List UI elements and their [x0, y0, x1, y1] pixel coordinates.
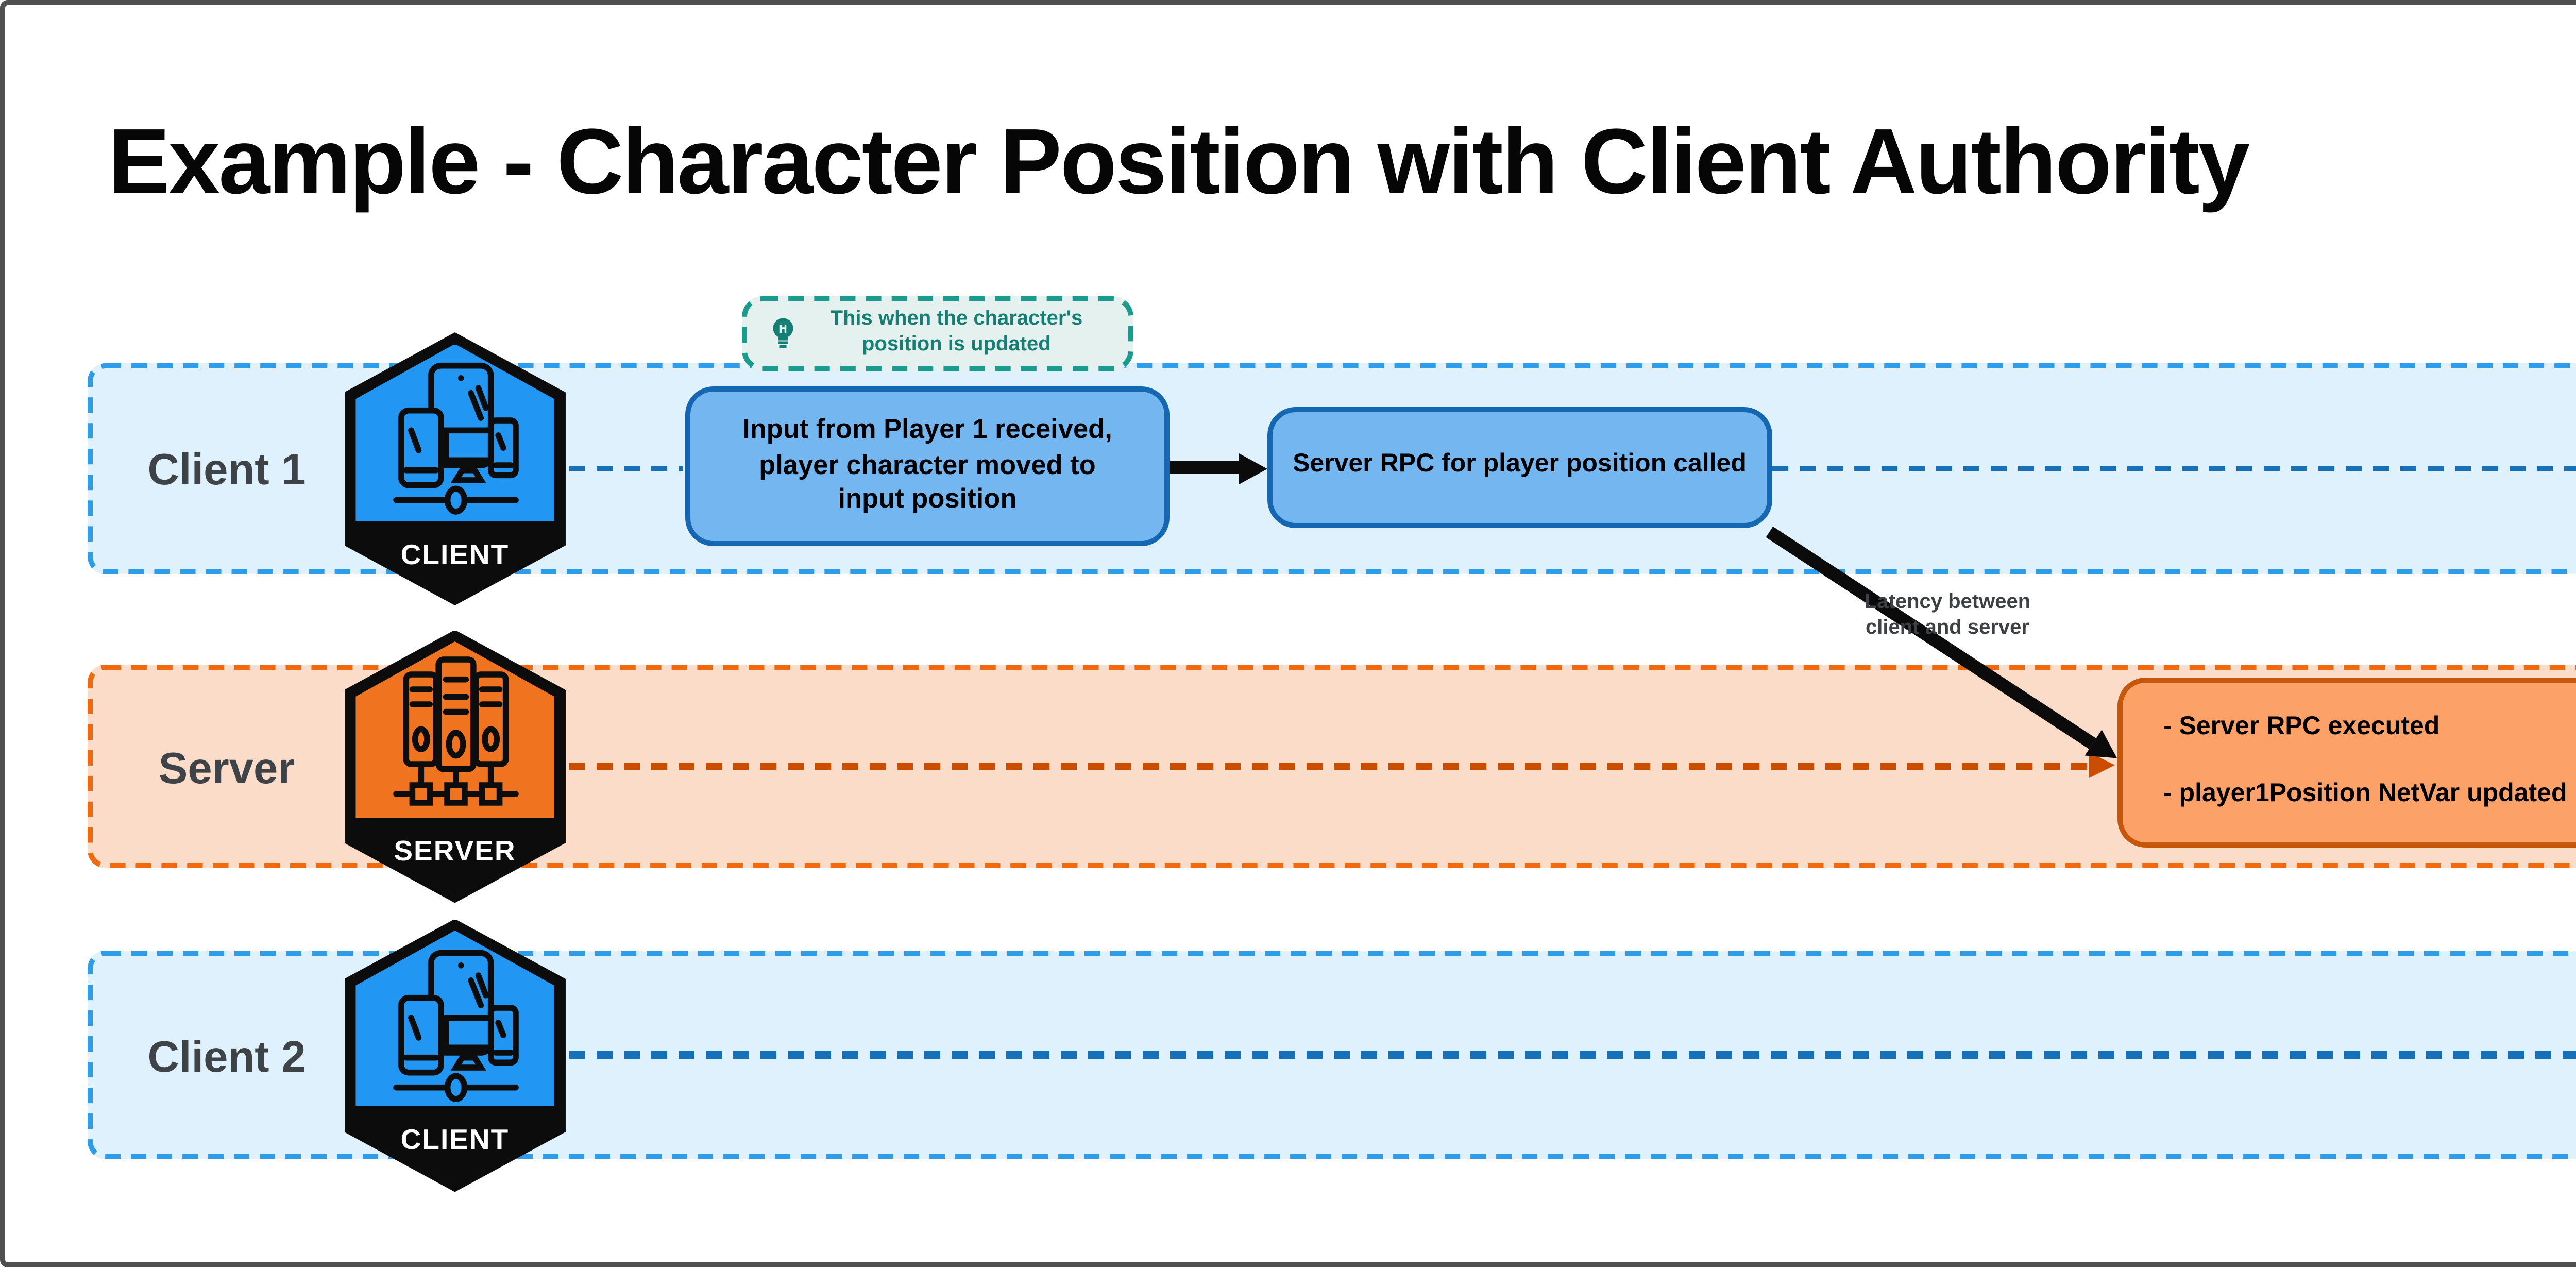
note-text: This when the character's position is up… [830, 307, 1083, 356]
client2-timeline-segment [569, 1052, 2576, 1059]
client1-timeline-segment [569, 465, 683, 472]
server-badge-label: SERVER [394, 837, 516, 869]
client1-badge-label: CLIENT [400, 539, 510, 571]
latency-label-1: Latency between client and server [1864, 590, 2031, 640]
lane-label-server: Server [158, 745, 295, 793]
client2-badge-label: CLIENT [400, 1126, 510, 1158]
lane-label-client1: Client 1 [147, 446, 306, 495]
page-title: Example - Character Position with Client… [108, 108, 2250, 214]
arrow-input-to-rpc [1170, 462, 1240, 474]
lightbulb-icon [773, 317, 794, 347]
server-hexagon-badge: SERVER [344, 630, 566, 903]
server-executed-line2: - player1Position NetVar updated [2163, 779, 2567, 808]
client1-timeline-segment [1772, 465, 2576, 472]
server-executed-box: - Server RPC executed - player1Position … [2116, 678, 2576, 848]
server-executed-line1: - Server RPC executed [2163, 713, 2440, 741]
client-devices-icon [392, 949, 518, 1102]
client-devices-icon [392, 362, 518, 515]
note-callout: This when the character's position is up… [742, 295, 1134, 370]
lane-label-client2: Client 2 [147, 1033, 306, 1082]
client2-hexagon-badge: CLIENT [344, 919, 566, 1192]
input-received-box: Input from Player 1 received, player cha… [684, 387, 1170, 547]
client1-hexagon-badge: CLIENT [344, 332, 566, 605]
server-rack-icon [392, 655, 518, 805]
server-rpc-called-box: Server RPC for player position called [1267, 407, 1772, 528]
server-timeline-segment [569, 763, 2089, 770]
